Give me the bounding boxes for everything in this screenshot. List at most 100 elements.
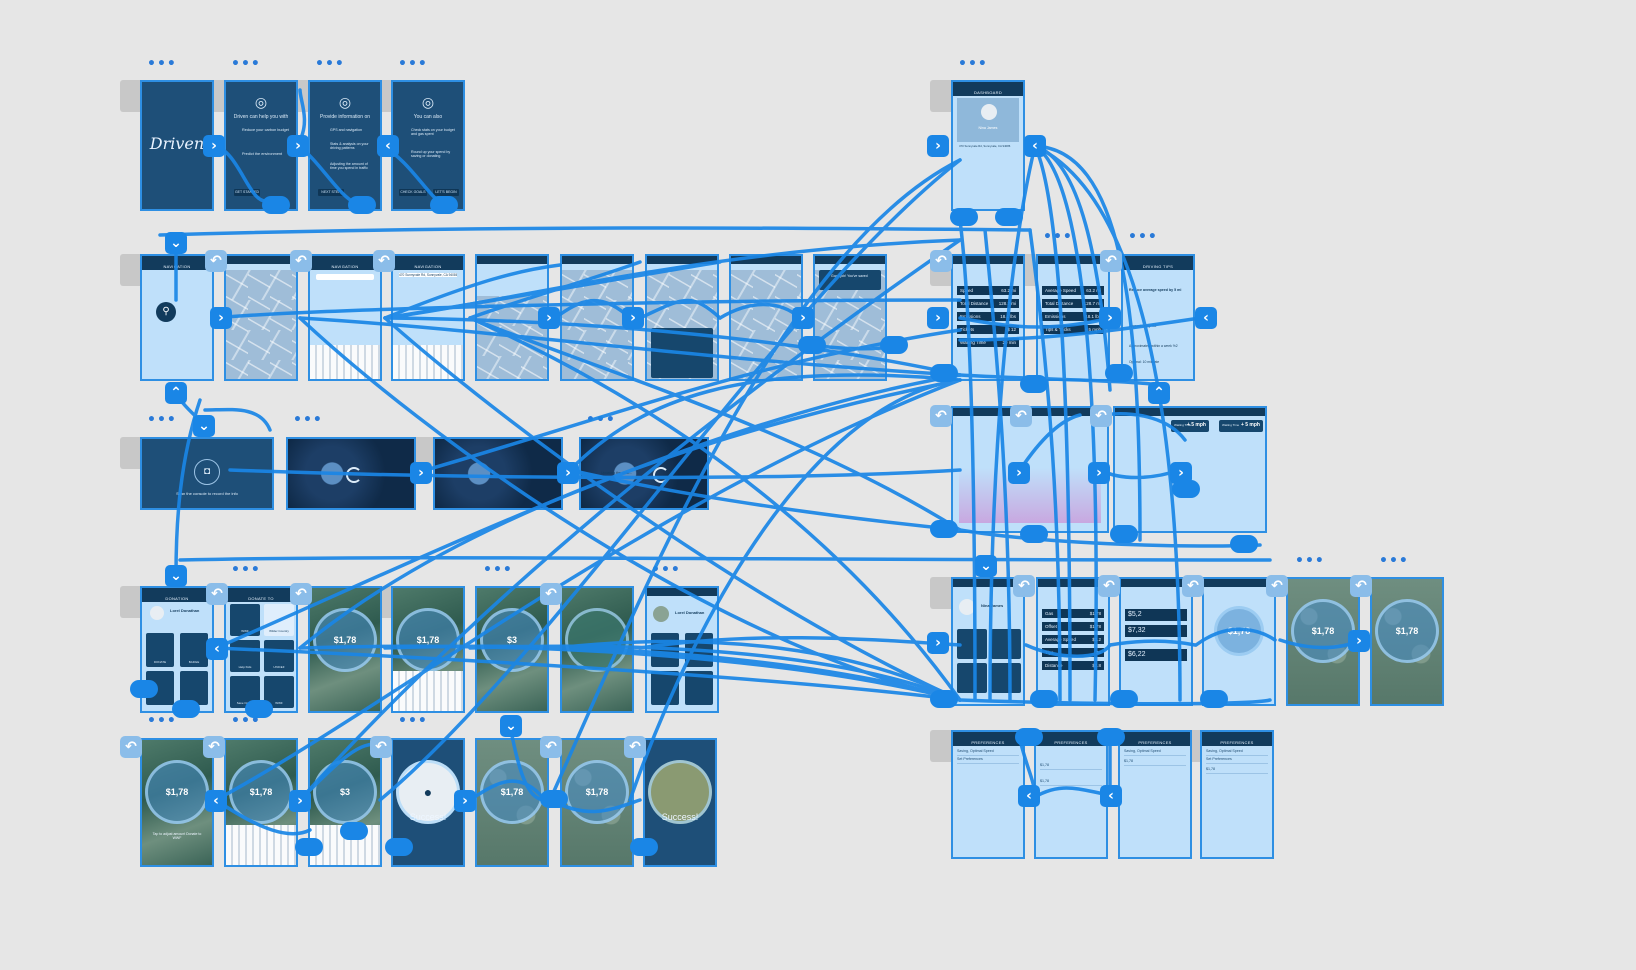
wallet-card[interactable] [957,663,987,693]
artboard-camera-scan[interactable]: ◘ Scan the console to record the info [140,437,274,510]
artboard-gas-spent[interactable]: Gas$1,78 Offset$1,78 Average Speed$3.2 T… [1036,577,1110,706]
more-dots[interactable]: ••• [1295,553,1325,569]
search-input[interactable] [316,274,374,280]
forward-arrow-icon[interactable]: › [1088,462,1110,484]
artboard-amounts[interactable]: $5,2 $7,32 $6,22 [1119,577,1193,706]
org-card[interactable]: Help Kids [230,640,260,672]
artboard-preferences-2[interactable]: PREFERENCES $1,78 $1,78 [1034,730,1108,859]
amount-circle[interactable]: $1,78 [1375,599,1439,663]
forward-arrow-icon[interactable]: › [1099,307,1121,329]
amount-circle[interactable]: $1,78 [396,608,460,672]
forward-arrow-icon[interactable]: › [1008,462,1030,484]
amount-row[interactable]: $6,22 [1125,649,1187,661]
chevron-up-icon[interactable]: ⌃ [1148,382,1170,404]
list-item[interactable]: $1,78 [1124,758,1186,766]
stat-row[interactable]: Tickets$ 12 [957,325,1019,334]
route-options-sheet[interactable] [651,328,713,378]
amount-circle[interactable]: $1,78 [480,760,544,824]
artboard-map-1[interactable] [224,254,298,381]
amount-row[interactable]: $5,2 [1125,609,1187,621]
stat-row[interactable]: Tips & Tricks+ 5 mph [1042,325,1104,334]
artboard-round-up[interactable]: $1,78 [1202,577,1276,706]
back-icon[interactable]: ↶ [290,583,312,605]
keyboard[interactable] [393,671,463,711]
forward-arrow-icon[interactable]: › [927,307,949,329]
list-item[interactable]: $1,78 [1206,766,1268,774]
map-view[interactable] [226,270,296,379]
more-dots[interactable]: ••• [147,713,177,729]
next-step-button[interactable]: NEXT STEP [318,189,344,196]
stat-card[interactable] [651,633,679,667]
back-icon[interactable]: ↶ [370,736,392,758]
more-dots[interactable]: ••• [293,412,323,428]
badge-card[interactable]: BADGE [180,633,208,667]
artboard-adjust-amount-keyboard[interactable]: $1,78 [224,738,298,867]
artboard-donate-amount-2[interactable]: $3 [475,586,549,713]
check-goals-button[interactable]: CHECK GOALS [399,189,427,196]
artboard-adjust-amount-5[interactable]: $1,78 [560,738,634,867]
list-item[interactable]: Saving, Optimal Speed [1206,748,1268,756]
back-icon[interactable]: ↶ [206,583,228,605]
back-icon[interactable]: ↶ [540,583,562,605]
more-dots[interactable]: ••• [483,562,513,578]
back-icon[interactable]: ↶ [1182,575,1204,597]
amount-circle[interactable]: $1,78 [1214,606,1264,656]
more-dots[interactable]: ••• [1379,553,1409,569]
back-icon[interactable]: ↶ [205,250,227,272]
artboard-arrived[interactable]: Good job! You've saved [813,254,887,381]
map-view[interactable] [731,270,801,379]
search-input[interactable]: 470 Sunnyvale Rd, Sunnyvale, CA 94086 [399,273,457,277]
artboard-donation-home-2[interactable]: Lorel Donathan [645,586,719,713]
org-card[interactable]: WWF [230,604,260,636]
more-dots[interactable]: ••• [586,412,616,428]
forward-arrow-icon[interactable]: › [927,632,949,654]
artboard-preferences-4[interactable]: PREFERENCES Saving, Optimal Speed Set Pr… [1200,730,1274,859]
back-icon[interactable]: ↶ [1098,575,1120,597]
back-icon[interactable]: ↶ [930,250,952,272]
lets-begin-button[interactable]: LET'S BEGIN [433,189,459,196]
expand-icon[interactable]: ‹ [205,790,227,812]
artboard-preferences-3[interactable]: PREFERENCES Saving, Optimal Speed $1,78 [1118,730,1192,859]
stat-row[interactable]: Distance$7.8 [1042,661,1104,670]
chevron-down-icon[interactable]: ⌄ [500,715,522,737]
back-icon[interactable]: ↶ [373,250,395,272]
wallet-card[interactable] [991,663,1021,693]
list-item[interactable]: Saving, Optimal Speed [957,748,1019,756]
wallet-card[interactable] [957,629,987,659]
forward-arrow-icon[interactable]: › [289,790,311,812]
org-card[interactable]: UNICEF [264,640,294,672]
back-icon[interactable]: ↶ [120,736,142,758]
back-icon[interactable]: ↶ [1013,575,1035,597]
more-dots[interactable]: ••• [1043,229,1073,245]
artboard-wallet[interactable]: Nina James [951,577,1025,706]
get-started-button[interactable]: GET STARTED [234,189,260,196]
stat-row[interactable]: Average Speed$3.2 [1042,635,1104,644]
forward-arrow-icon[interactable]: › [538,307,560,329]
back-icon[interactable]: ↶ [1010,405,1032,427]
back-arrow-icon[interactable]: ‹ [206,638,228,660]
artboard-donate-amount-1[interactable]: $1,78 [308,586,382,713]
artboard-dashboard[interactable]: DASHBOARD Nina James 470 Sunnyvale Rd, S… [951,80,1025,211]
list-item[interactable]: Set Preferences [1206,756,1268,764]
back-icon[interactable]: ↶ [203,736,225,758]
list-item[interactable]: Saving, Optimal Speed [1124,748,1186,756]
artboard-search[interactable]: NAVIGATION [308,254,382,381]
forward-arrow-icon[interactable]: › [410,462,432,484]
chevron-up-icon[interactable]: ⌃ [165,382,187,404]
list-item[interactable]: Set Preferences [957,756,1019,764]
expand-icon[interactable]: › [210,307,232,329]
amount-circle[interactable]: $1,78 [145,760,209,824]
more-dots[interactable]: ••• [958,56,988,72]
forward-arrow-icon[interactable]: › [622,307,644,329]
artboard-driving-tips[interactable]: DRIVING TIPS Reduce average speed by 5 m… [1121,254,1195,381]
forward-arrow-icon[interactable]: › [1170,462,1192,484]
artboard-round-rocks-2[interactable]: $1,78 [1370,577,1444,706]
expand-icon[interactable]: ‹ [1018,785,1040,807]
chevron-down-icon[interactable]: ⌄ [975,555,997,577]
